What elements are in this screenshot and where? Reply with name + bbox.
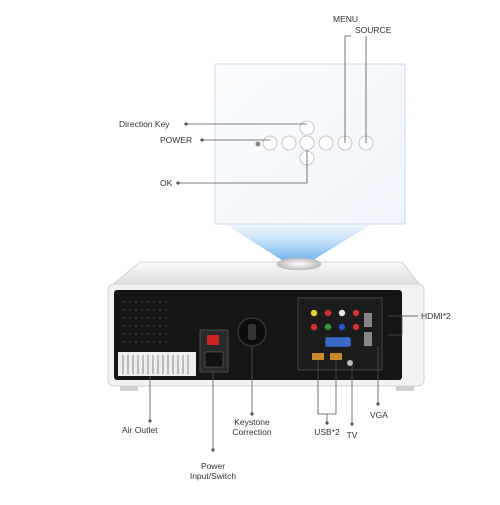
leader-dot — [200, 138, 204, 142]
leader-dot — [250, 412, 254, 416]
leader-dot — [325, 421, 329, 425]
usb-port — [330, 353, 342, 360]
power-switch-label-line2: Input/Switch — [189, 471, 237, 481]
lens-top — [276, 257, 322, 271]
leader-dot — [376, 402, 380, 406]
power-rocker-switch[interactable] — [207, 335, 219, 345]
leader-dot — [211, 448, 215, 452]
projector-body — [107, 257, 425, 391]
direction-right-button[interactable] — [318, 135, 334, 151]
direction-up-button[interactable] — [299, 120, 315, 136]
leader-dot — [184, 122, 188, 126]
hdmi-port — [364, 313, 372, 327]
menu-label: MENU — [333, 14, 359, 24]
leader-dot — [148, 419, 152, 423]
vga-label: VGA — [370, 410, 388, 420]
hdmi-port — [364, 332, 372, 346]
power-label: POWER — [160, 135, 193, 145]
body-leader-lines — [149, 315, 418, 450]
direction-left-button[interactable] — [281, 135, 297, 151]
usb-label: USB*2 — [314, 427, 340, 437]
power-indicator-icon — [255, 141, 261, 147]
light-beam — [225, 224, 372, 262]
hdmi-label: HDMI*2 — [421, 311, 451, 321]
ok-label: OK — [160, 178, 173, 188]
vga-port — [324, 336, 352, 348]
leader-dot — [176, 181, 180, 185]
leader-dot — [350, 422, 354, 426]
power-button[interactable] — [262, 135, 278, 151]
power-switch-label-line1: Power — [200, 461, 226, 471]
ok-button[interactable] — [299, 135, 315, 151]
direction-key-label: Direction Key — [119, 119, 170, 129]
source-label: SOURCE — [355, 25, 392, 35]
tv-port — [347, 360, 353, 366]
air-outlet-label: Air Outlet — [122, 425, 158, 435]
panel-leader-lines — [178, 35, 367, 184]
power-socket — [204, 351, 224, 368]
tv-label: TV — [346, 430, 358, 440]
keystone-label-line2: Correction — [232, 427, 272, 437]
usb-port — [312, 353, 324, 360]
keystone-label-line1: Keystone — [234, 417, 270, 427]
